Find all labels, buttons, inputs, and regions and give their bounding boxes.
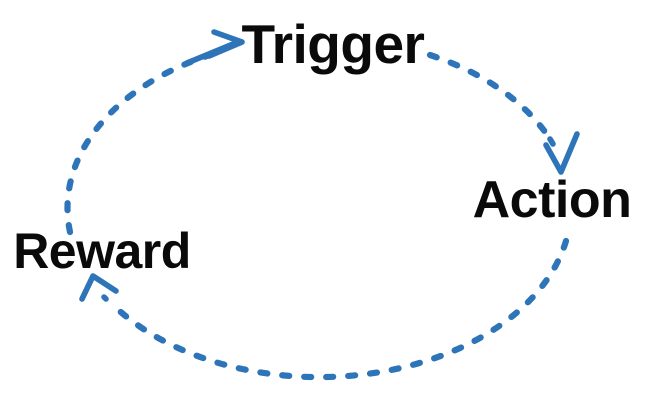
edge-action-to-reward <box>79 237 570 381</box>
arrowhead-action-icon <box>543 131 580 175</box>
dashed-arc-left <box>64 50 217 236</box>
node-label-reward: Reward <box>13 223 191 279</box>
arrowhead-trigger-icon <box>206 29 245 59</box>
node-label-action: Action <box>472 171 632 229</box>
arrowhead-reward-icon <box>79 273 119 302</box>
node-label-trigger: Trigger <box>241 13 425 75</box>
edge-trigger-to-action <box>426 51 580 175</box>
dashed-arc-bottom <box>107 237 570 381</box>
dashed-arc-top-right <box>426 51 552 140</box>
edge-reward-to-trigger <box>64 29 245 236</box>
arrowhead-reward-tick <box>101 294 109 302</box>
arrowhead-action-tick <box>547 136 556 147</box>
